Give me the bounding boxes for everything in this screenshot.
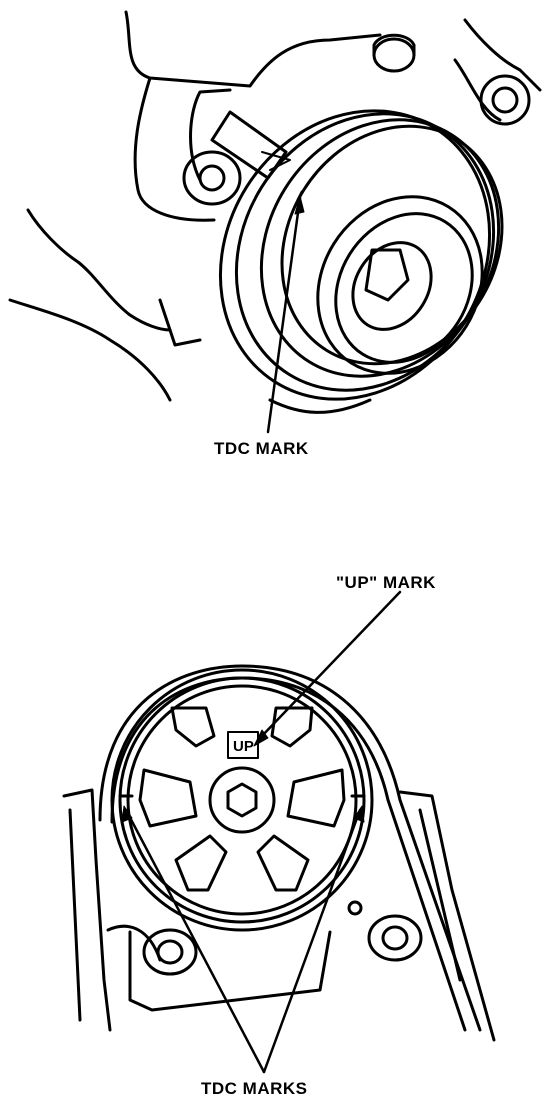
up-mark-text: UP: [233, 738, 254, 755]
tdc-mark-label: TDC MARK: [214, 439, 309, 458]
tdc-marks-label: TDC MARKS: [201, 1079, 308, 1098]
camshaft-pulley-illustration: UP: [0, 560, 544, 1102]
crankshaft-pulley-illustration: [0, 0, 544, 480]
crankshaft-pulley-drawing: [8, 10, 542, 434]
up-mark-label: "UP" MARK: [336, 573, 436, 592]
camshaft-pulley-drawing: UP: [62, 590, 496, 1074]
